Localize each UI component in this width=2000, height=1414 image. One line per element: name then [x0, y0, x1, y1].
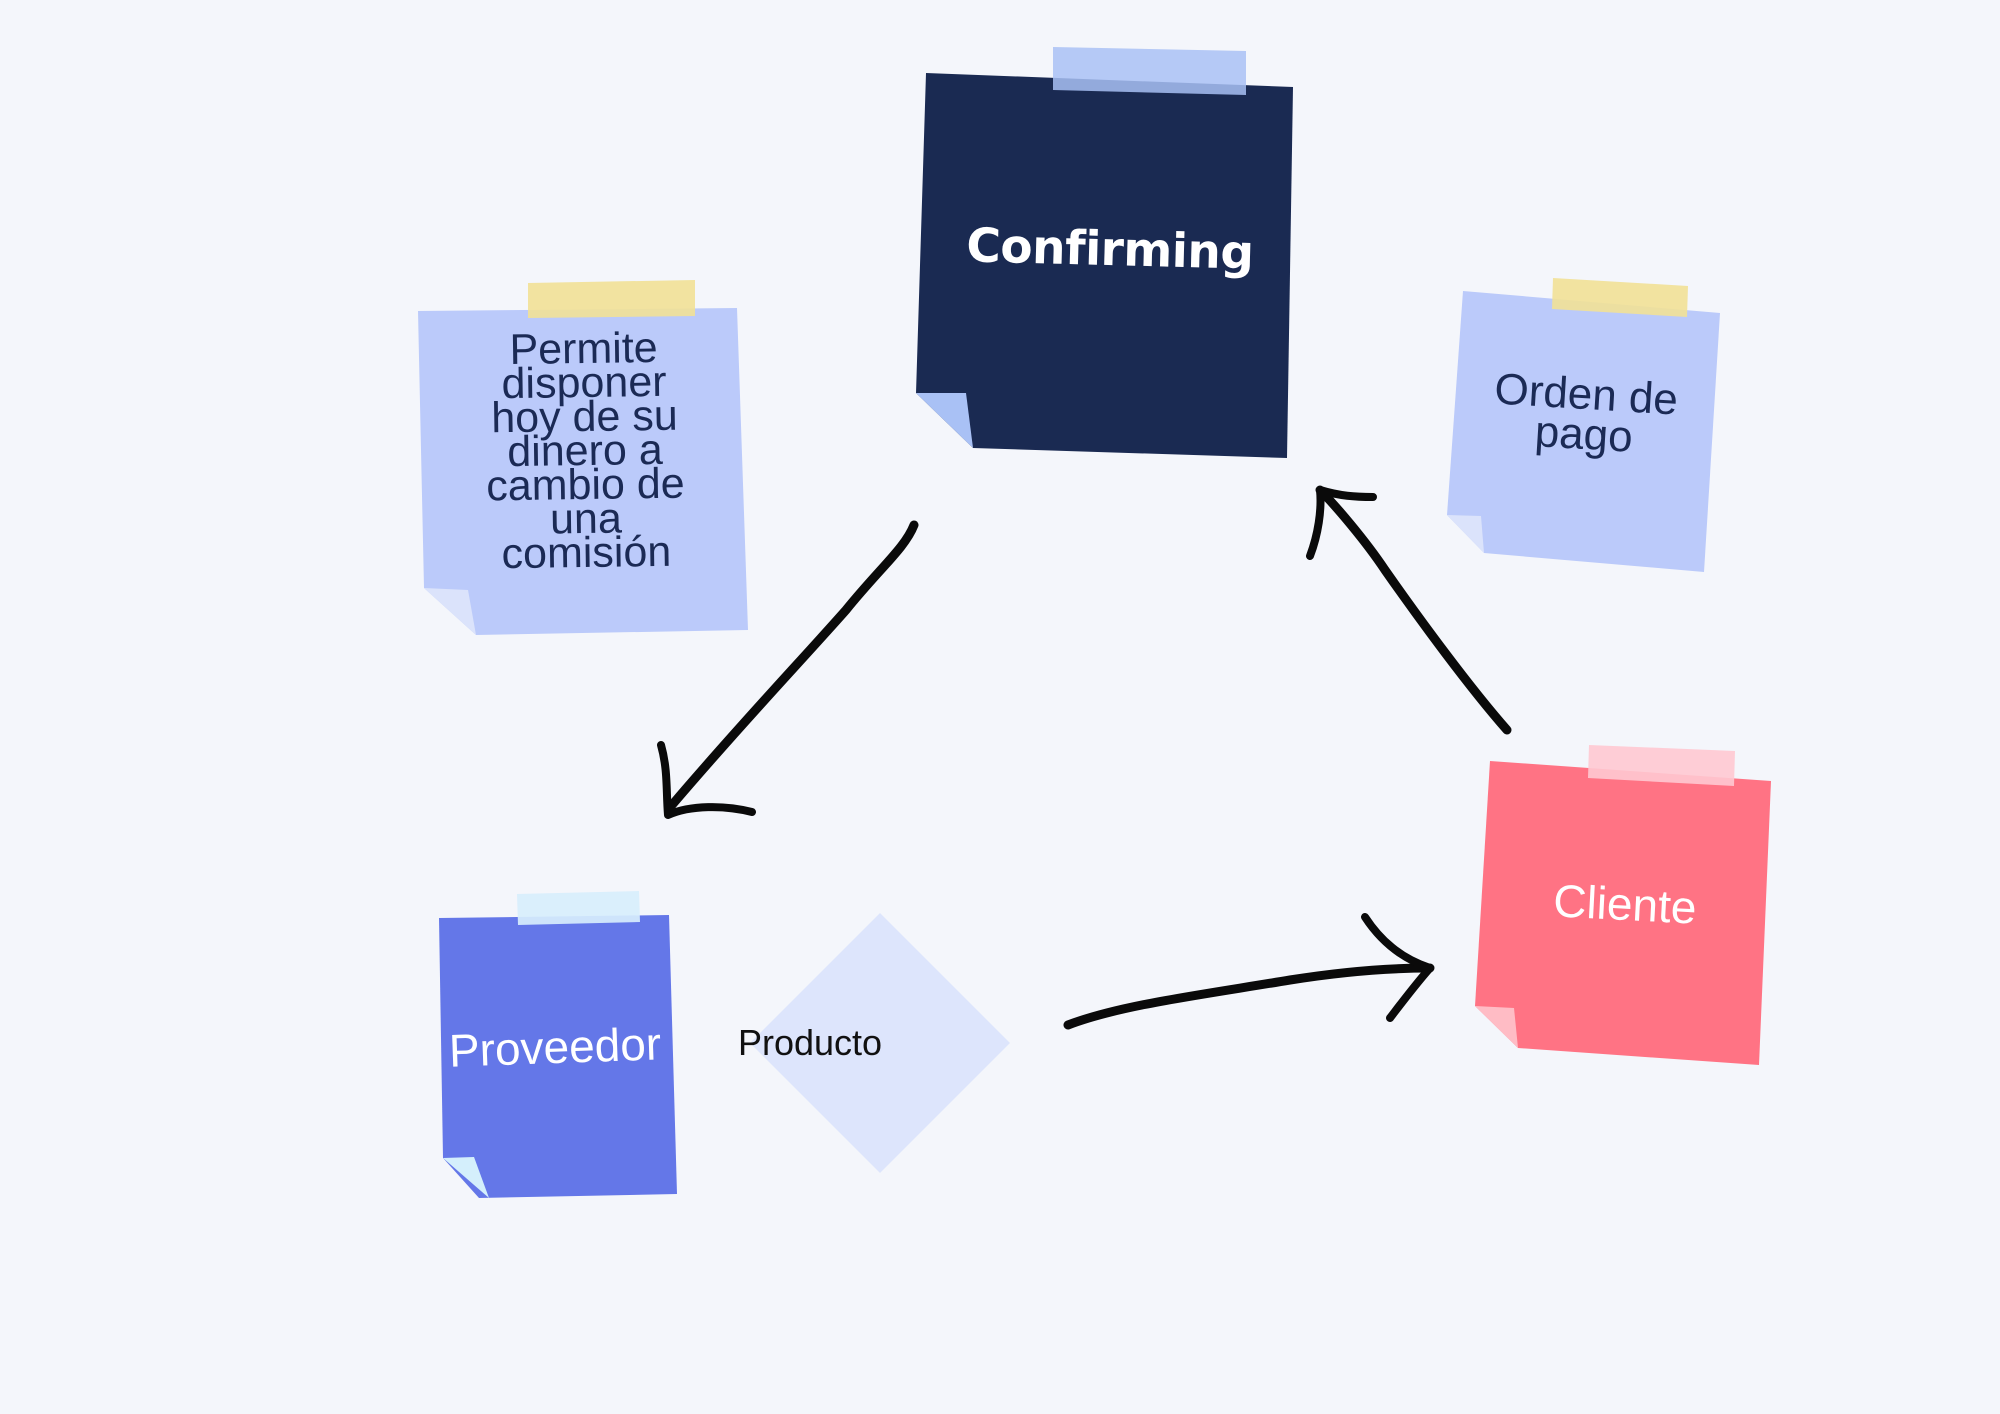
- note-cliente[interactable]: [1475, 745, 1771, 1065]
- note-fold: [916, 393, 973, 448]
- note-proveedor[interactable]: [439, 891, 677, 1198]
- note-body: [1475, 761, 1771, 1065]
- note-tape: [517, 891, 640, 925]
- note-orden-de-pago[interactable]: [1447, 278, 1720, 572]
- label-producto: Producto: [737, 1022, 883, 1063]
- note-tape: [528, 280, 695, 318]
- note-tape: [1552, 278, 1688, 317]
- arrow-head: [657, 741, 756, 819]
- arrow-head: [1361, 913, 1434, 1022]
- note-body: [1447, 291, 1720, 572]
- label-proveedor: Proveedor: [448, 1017, 662, 1077]
- note-body: [418, 308, 748, 635]
- note-tape: [1053, 47, 1246, 95]
- note-body: [916, 73, 1293, 458]
- arrow-shaft: [1063, 963, 1435, 1030]
- label-permite: Permite disponer hoy de su dinero a camb…: [485, 323, 686, 579]
- arrow-head: [1306, 486, 1377, 560]
- note-tape: [1588, 745, 1735, 786]
- note-fold: [1475, 1006, 1518, 1048]
- note-permite[interactable]: [418, 280, 748, 635]
- arrow-confirming-to-proveedor: [657, 520, 919, 819]
- arrow-producto-to-cliente: [1063, 913, 1435, 1030]
- arrow-shaft: [667, 520, 919, 810]
- note-fold: [443, 1157, 489, 1198]
- label-orden-de-pago: Orden de pago: [1493, 364, 1680, 462]
- note-confirming[interactable]: [916, 47, 1293, 458]
- label-confirming: Confirming: [965, 218, 1255, 281]
- arrow-shaft: [1315, 485, 1512, 735]
- diamond-producto[interactable]: [750, 913, 1010, 1173]
- note-body: [439, 915, 677, 1198]
- note-fold: [1447, 515, 1484, 553]
- arrow-cliente-to-confirming: [1306, 485, 1512, 735]
- note-fold: [424, 588, 476, 635]
